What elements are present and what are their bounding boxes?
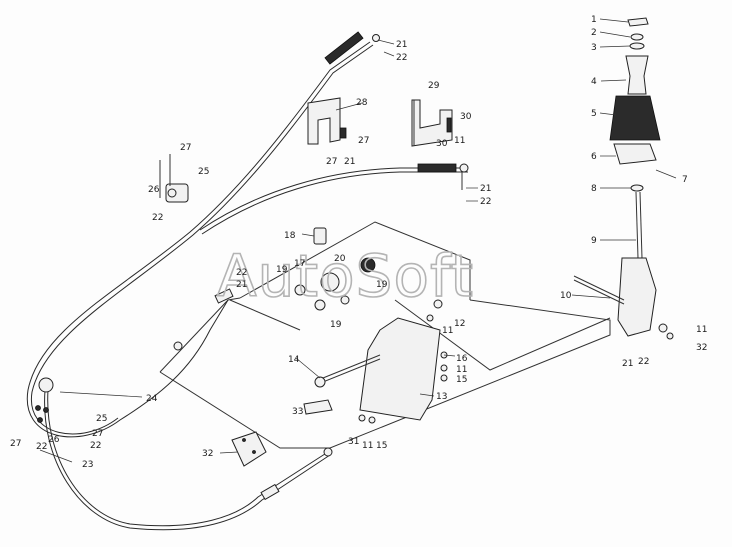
callout-21-center: 21 [236, 280, 247, 290]
callout-25-end: 25 [96, 414, 107, 424]
callout-24: 24 [146, 394, 158, 404]
lower-cable-end [173, 288, 333, 501]
callout-30-lower: 30 [436, 139, 448, 149]
watermark-text: AutoSoft [217, 242, 474, 310]
callout-11-right: 11 [696, 325, 707, 335]
callout-11-stack: 11 [456, 365, 467, 375]
bracket-25-upper [159, 154, 189, 203]
shift-cables [26, 41, 468, 531]
callout-15-stack: 15 [456, 375, 467, 385]
callout-8: 8 [591, 184, 597, 194]
callout-4: 4 [591, 77, 597, 87]
callout-27-end-left: 27 [10, 439, 21, 449]
callout-32-bracket: 32 [202, 449, 213, 459]
bracket-32 [231, 431, 267, 467]
callout-22-end-left: 22 [36, 442, 47, 452]
callout-12: 12 [454, 319, 465, 329]
callout-27-bracket: 27 [358, 136, 369, 146]
callout-27-end: 27 [92, 429, 103, 439]
upper-cable-sleeve [324, 31, 380, 65]
callout-23: 23 [82, 460, 93, 470]
callout-30-right: 30 [460, 112, 472, 122]
callout-labels: 1 2 3 4 5 6 7 8 9 10 11 32 21 22 21 22 2… [10, 15, 707, 470]
left-cable-end [35, 377, 54, 423]
center-mechanism [294, 227, 448, 424]
callout-14: 14 [288, 355, 300, 365]
callout-22-center: 22 [236, 268, 247, 278]
callout-26-left: 26 [148, 185, 160, 195]
callout-22-mid: 22 [480, 197, 491, 207]
frame-lines [159, 221, 611, 449]
callout-2: 2 [591, 28, 597, 38]
callout-29: 29 [428, 81, 440, 91]
callout-6: 6 [591, 152, 597, 162]
callout-27-left: 27 [180, 143, 191, 153]
callout-31: 31 [348, 437, 359, 447]
callout-3: 3 [591, 43, 597, 53]
callout-11-bracket: 11 [454, 136, 465, 146]
callout-5: 5 [591, 109, 597, 119]
bracket-28 [307, 97, 347, 145]
middle-cable-sleeve [417, 163, 469, 190]
callout-11-bottom: 11 [362, 441, 373, 451]
callout-7: 7 [682, 175, 688, 185]
callout-20: 20 [334, 254, 346, 264]
callout-15-bottom: 15 [376, 441, 387, 451]
bracket-29 [411, 99, 453, 147]
callout-11-center: 11 [442, 326, 453, 336]
leader-lines [39, 18, 677, 463]
callout-16: 16 [456, 354, 468, 364]
callout-21-bracket: 21 [344, 157, 355, 167]
callout-21-base: 21 [622, 359, 633, 369]
callout-19-lower: 19 [330, 320, 342, 330]
callout-22-left: 22 [152, 213, 163, 223]
callout-21-top: 21 [396, 40, 407, 50]
gear-knob-assembly [573, 17, 674, 340]
callout-33: 33 [292, 407, 303, 417]
callout-13: 13 [436, 392, 447, 402]
callout-19-right: 19 [376, 280, 388, 290]
callout-9: 9 [591, 236, 597, 246]
callout-21-mid: 21 [480, 184, 491, 194]
callout-19-upper: 19 [276, 265, 288, 275]
callout-28: 28 [356, 98, 368, 108]
callout-22-top: 22 [396, 53, 407, 63]
callout-1: 1 [591, 15, 597, 25]
callout-26-end: 26 [48, 435, 60, 445]
callout-27-lower: 27 [326, 157, 337, 167]
callout-10: 10 [560, 291, 572, 301]
callout-18: 18 [284, 231, 296, 241]
callout-17: 17 [294, 259, 305, 269]
callout-32-right: 32 [696, 343, 707, 353]
callout-22-base: 22 [638, 357, 649, 367]
callout-25-left: 25 [198, 167, 209, 177]
callout-22-end-right: 22 [90, 441, 101, 451]
